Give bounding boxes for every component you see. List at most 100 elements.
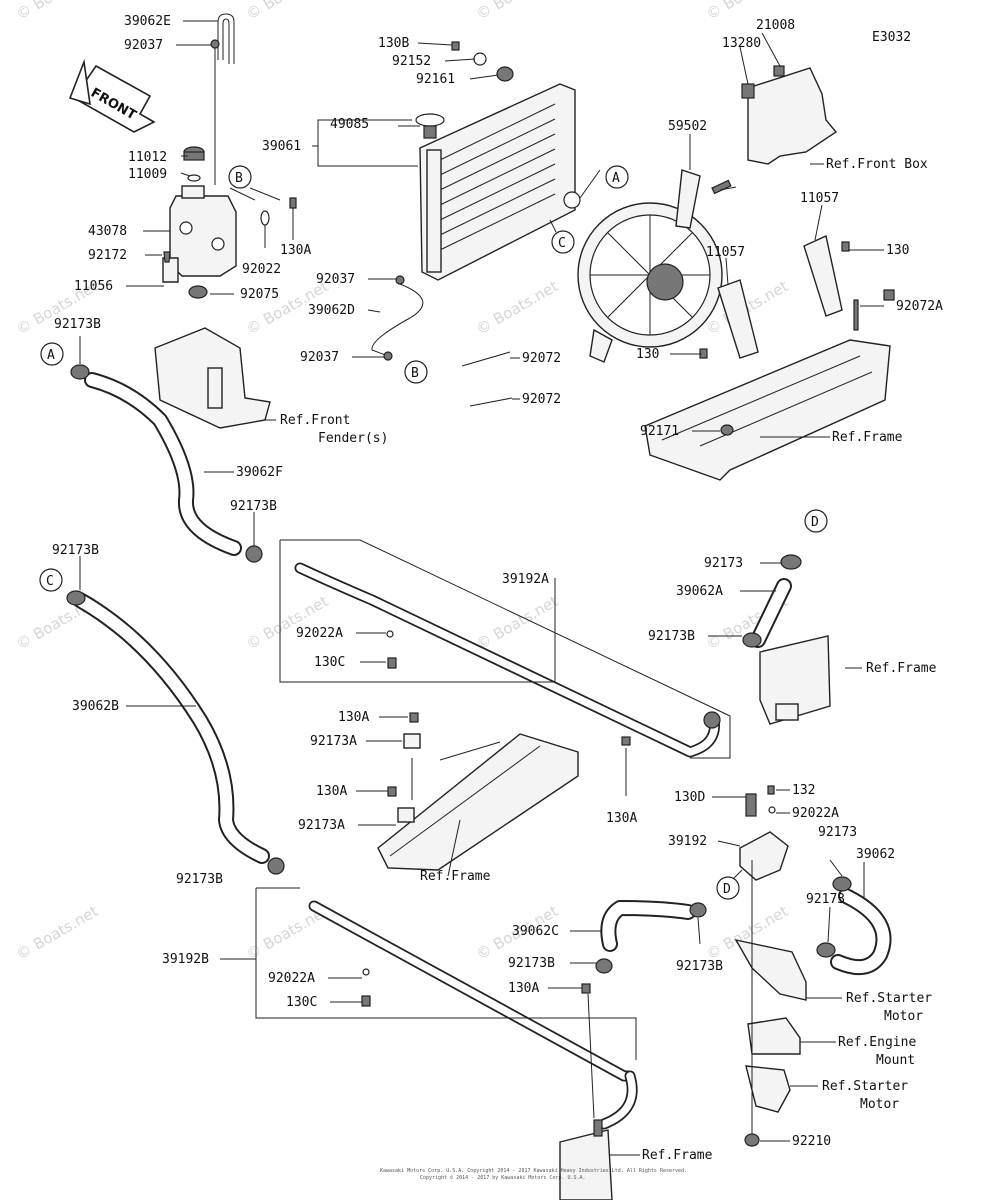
washer-shape [768, 806, 776, 814]
part-label: 11057 [800, 191, 839, 206]
diagram-code: E3032 [872, 30, 911, 45]
bolt-shape [387, 786, 397, 797]
part-label: 130A [280, 243, 311, 258]
collar-shape [473, 52, 487, 66]
callout-letter: C [558, 236, 566, 251]
watermark: © Boats.net [473, 592, 561, 653]
ref-label: Ref.Frame [866, 661, 937, 676]
part-label: 130A [606, 811, 637, 826]
clamp-shape [816, 942, 836, 958]
part-label: 39062C [512, 924, 559, 939]
part-label: 92173A [310, 734, 357, 749]
radiator-shape [419, 83, 576, 281]
hose-39062a-inner [752, 580, 790, 646]
clamp-shape [66, 590, 86, 606]
engine-mount-ref-shape [747, 1017, 801, 1055]
part-label: 132 [792, 783, 815, 798]
hose-39062-inner [832, 890, 890, 974]
part-label: 92173B [648, 629, 695, 644]
part-label: 92173 [704, 556, 743, 571]
part-labels: 39062E 92037 11012 11009 43078 92172 110… [52, 14, 943, 1149]
callout-c-left: C [39, 568, 63, 592]
clamp-shape [383, 351, 393, 361]
bolt-shape [451, 41, 460, 51]
nut-shape [744, 1133, 760, 1147]
part-label: 59502 [668, 119, 707, 134]
nut-shape [720, 424, 734, 436]
clamp-shape [245, 545, 263, 563]
clamp-shape [70, 364, 90, 380]
part-label: 92161 [416, 72, 455, 87]
part-label: 92152 [392, 54, 431, 69]
callout-letter: D [723, 882, 731, 897]
tank-port [179, 221, 193, 235]
bolt-shape [581, 983, 591, 994]
bracket-11057 [717, 279, 759, 359]
part-label: 92173B [54, 317, 101, 332]
part-label: 92173B [176, 872, 223, 887]
footer-copyright: Copyright © 2014 - 2017 by Kawasaki Moto… [420, 1175, 586, 1181]
frame-shape [759, 635, 831, 725]
radiator-cap-shape [415, 113, 445, 127]
watermark: © Boats.net [473, 0, 561, 23]
band-shape [853, 299, 859, 331]
frame-rail [389, 745, 541, 857]
fender-post [207, 367, 223, 409]
reference-labels: Ref.Front Box Ref.Front Fender(s) Ref.Fr… [280, 157, 937, 1163]
ref-label: Ref.Frame [420, 869, 491, 884]
front-box-shape [747, 67, 838, 165]
part-label: 39062B [72, 699, 119, 714]
ref-label: Motor [884, 1009, 923, 1024]
callout-letter: C [46, 574, 54, 589]
part-label: 39062A [676, 584, 723, 599]
part-label: 92173B [230, 499, 277, 514]
overflow-hose-shape [217, 13, 235, 64]
part-label: 92173B [676, 959, 723, 974]
clamp-shape [210, 39, 220, 49]
fan-motor-shape [646, 263, 684, 301]
part-label: 49085 [330, 117, 369, 132]
clamp-shape [742, 632, 762, 648]
clamp-shape [689, 902, 707, 918]
clamp-shape [595, 958, 613, 974]
callout-letter: D [811, 515, 819, 530]
ref-label: Mount [876, 1053, 915, 1068]
part-label: 92172 [88, 248, 127, 263]
hose-39062d-shape [371, 283, 424, 357]
bolt-shape [767, 785, 775, 795]
gasket-shape [187, 174, 201, 182]
clamp-shape [703, 711, 721, 729]
part-label: 92037 [316, 272, 355, 287]
bracket-shape [162, 257, 179, 283]
frame-bottom-shape [559, 1129, 613, 1200]
footer-copyright: Kawasaki Motors Corp. U.S.A. Copyright 2… [380, 1168, 687, 1174]
part-label: 39062E [124, 14, 171, 29]
part-label: 92173 [806, 892, 845, 907]
callout-letter: B [411, 366, 419, 381]
part-label: 92173 [818, 825, 857, 840]
part-label: 130D [674, 790, 705, 805]
callout-b-top: B [228, 165, 252, 189]
part-label: 130 [886, 243, 909, 258]
part-label: 92072 [522, 392, 561, 407]
callout-letter: A [47, 348, 55, 363]
hose-39062c-inner [602, 902, 694, 950]
ref-label: Fender(s) [318, 431, 388, 446]
hose-39062b-shape [72, 592, 270, 864]
reservoir-tank-shape [169, 195, 237, 277]
part-label: 92072A [896, 299, 943, 314]
part-label: 11056 [74, 279, 113, 294]
tie-band-shape [469, 397, 513, 407]
bolt-shape [387, 657, 397, 669]
part-label: 92173B [52, 543, 99, 558]
part-label: 21008 [756, 18, 795, 33]
radiator-side-tank [426, 149, 442, 273]
bolt-shape [289, 197, 297, 209]
part-label: 11057 [706, 245, 745, 260]
fan-connector [711, 179, 732, 195]
part-label: 92210 [792, 1134, 831, 1149]
screw-shape [163, 251, 171, 263]
part-label: 130 [636, 347, 659, 362]
part-label: 92171 [640, 424, 679, 439]
